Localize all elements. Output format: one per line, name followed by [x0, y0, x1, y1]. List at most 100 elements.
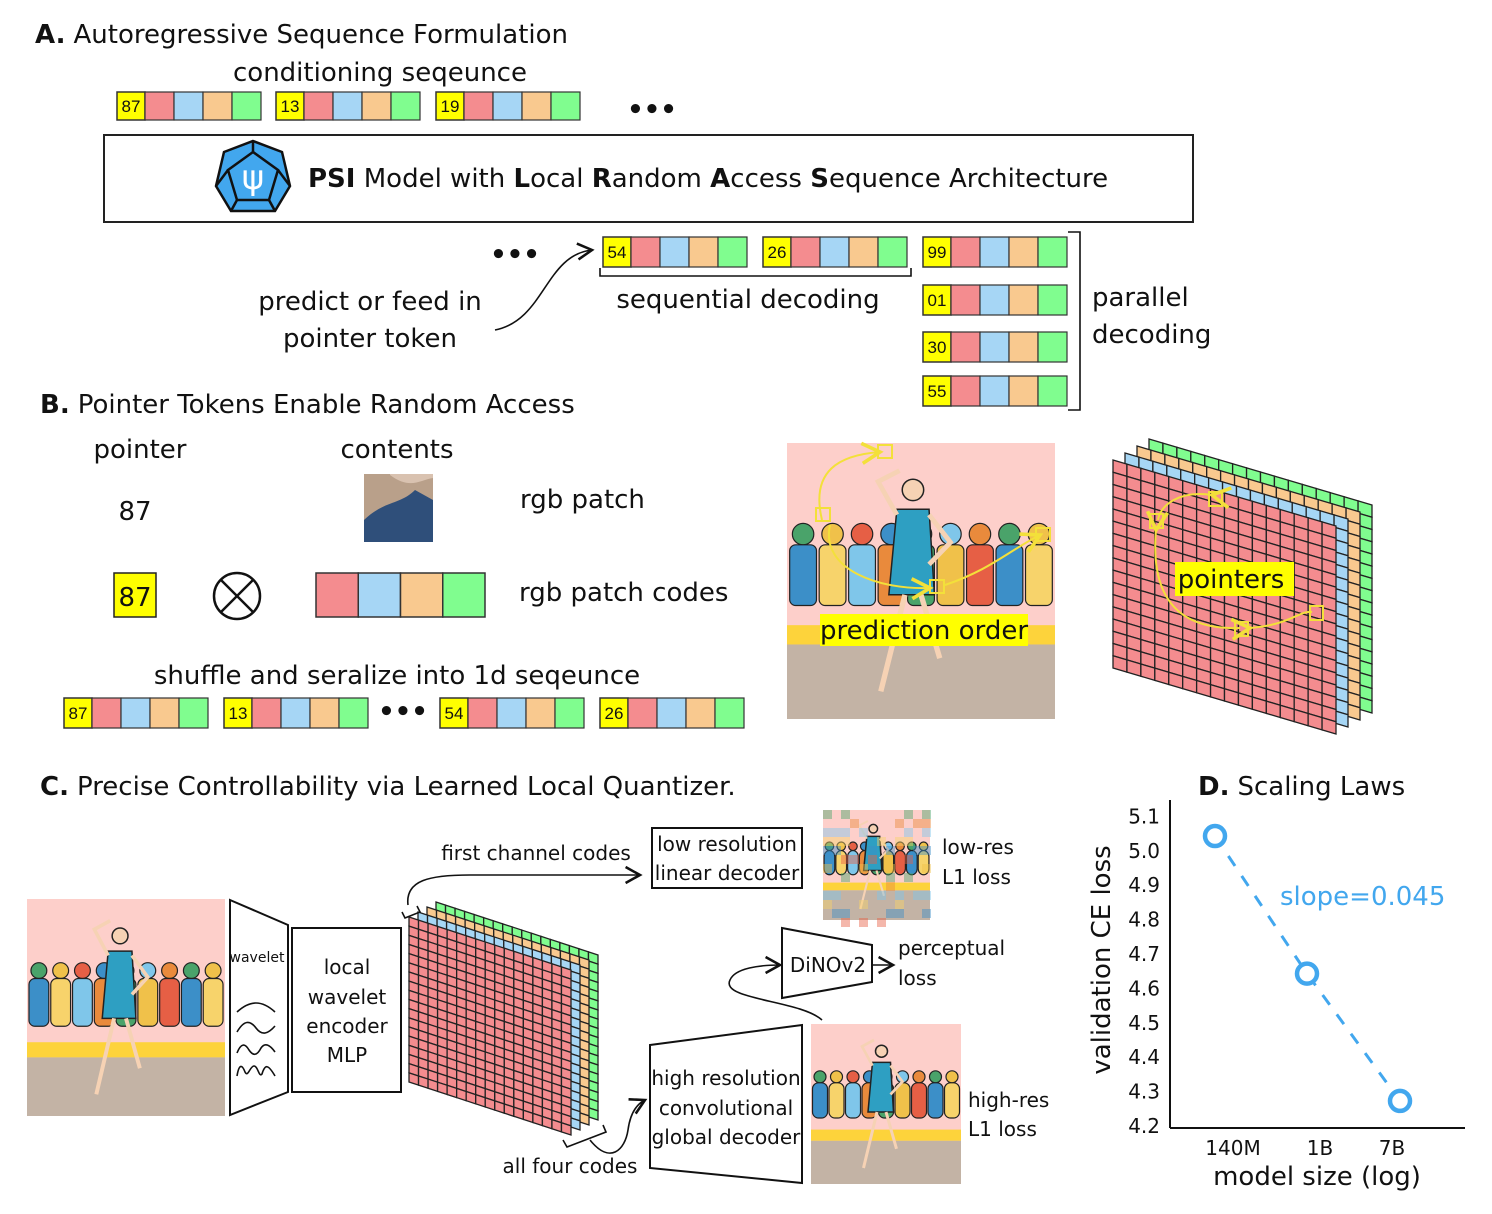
- input-dancer-image: [27, 899, 225, 1116]
- code-cell: [362, 92, 391, 120]
- token: 87: [117, 92, 261, 120]
- code-cell: [631, 237, 660, 267]
- x-tick-label: 7B: [1379, 1136, 1405, 1160]
- token: 01: [923, 285, 1067, 315]
- y-tick-label: 4.3: [1128, 1080, 1160, 1104]
- pointer-number: 26: [768, 243, 787, 262]
- code-cell: [174, 92, 203, 120]
- code-cell: [252, 698, 281, 728]
- data-point: [1297, 964, 1317, 984]
- code-cell: [1038, 237, 1067, 267]
- rgb-patch-label: rgb patch: [520, 485, 645, 515]
- token: 55: [923, 376, 1067, 406]
- code-cell: [1009, 376, 1038, 406]
- code-cell: [951, 285, 980, 315]
- code-cell: [689, 237, 718, 267]
- pointer-number: 13: [281, 97, 300, 116]
- token: 13: [276, 92, 420, 120]
- code-cell: [281, 698, 310, 728]
- pointer-note-line1: predict or feed in: [258, 287, 482, 317]
- code-cell: [232, 92, 261, 120]
- x-tick-label: 140M: [1205, 1136, 1260, 1160]
- token: 19: [436, 92, 580, 120]
- first-channel-arrow: [408, 875, 640, 905]
- pointer-number: 01: [928, 291, 947, 310]
- first-channel-label: first channel codes: [441, 841, 631, 865]
- low-decoder-label-line: linear decoder: [655, 861, 800, 885]
- pointer-number: 13: [229, 704, 248, 723]
- pointer-token-value: 87: [118, 583, 151, 613]
- y-tick-label: 4.4: [1128, 1045, 1160, 1069]
- y-tick-label: 5.1: [1128, 804, 1160, 828]
- encoder-box: [292, 928, 401, 1092]
- y-tick-label: 4.9: [1128, 873, 1160, 897]
- sequential-label: sequential decoding: [616, 285, 879, 315]
- code-cell: [686, 698, 715, 728]
- pointer-note-line2: pointer token: [283, 324, 457, 354]
- code-cell: [203, 92, 232, 120]
- rgb-patch-image: [364, 474, 433, 542]
- code-cell: [878, 237, 907, 267]
- y-tick-label: 4.5: [1128, 1011, 1160, 1035]
- rgb-patch-codes-bar: [316, 573, 485, 617]
- code-cell: [980, 376, 1009, 406]
- code-cell: [333, 92, 362, 120]
- token: 54: [440, 698, 584, 728]
- code-cell: [1038, 285, 1067, 315]
- parallel-label-line2: decoding: [1092, 320, 1211, 350]
- circled-times-icon: [214, 573, 260, 619]
- token: 26: [763, 237, 907, 267]
- dancer-image-prediction-order: [787, 443, 1055, 719]
- pointer-number: 54: [445, 704, 464, 723]
- code-cell: [660, 237, 689, 267]
- x-axis-label: model size (log): [1213, 1162, 1421, 1192]
- low-res-reconstruction-image: [823, 810, 931, 927]
- section-a-heading: A.Autoregressive Sequence Formulation: [35, 20, 568, 50]
- high-decoder-label-line: global decoder: [652, 1125, 802, 1149]
- pointer-header: pointer: [94, 435, 187, 465]
- conditioning-label: conditioning seqeunce: [233, 58, 527, 88]
- ellipsis: •••: [490, 240, 540, 270]
- token: 87: [64, 698, 208, 728]
- high-loss-label-line: L1 loss: [968, 1117, 1037, 1141]
- data-point: [1205, 826, 1225, 846]
- code-cell: [628, 698, 657, 728]
- code-cell: [92, 698, 121, 728]
- code-cell: [526, 698, 555, 728]
- token: 30: [923, 332, 1067, 362]
- code-cell: [1038, 376, 1067, 406]
- code-cell: [820, 237, 849, 267]
- parallel-label-line1: parallel: [1092, 283, 1189, 313]
- wavelet-label: wavelet: [230, 950, 285, 966]
- code-cell: [1038, 332, 1067, 362]
- model-title: PSI Model with Local Random Access Seque…: [308, 164, 1108, 194]
- code-cell: [715, 698, 744, 728]
- encoder-label-line: local: [324, 955, 371, 979]
- section-c-heading: C.Precise Controllability via Learned Lo…: [40, 772, 736, 802]
- chart-heading: D.Scaling Laws: [1198, 772, 1405, 802]
- code-cell: [145, 92, 174, 120]
- high-loss-label-line: high-res: [968, 1088, 1049, 1112]
- sequential-bracket: [600, 268, 911, 276]
- dinov2-label: DiNOv2: [790, 953, 866, 977]
- code-cell: [980, 332, 1009, 362]
- pointer-value: 87: [118, 497, 151, 527]
- pointer-number: 87: [69, 704, 88, 723]
- code-cell: [391, 92, 420, 120]
- parallel-tokens: 99013055: [923, 237, 1067, 406]
- code-cell: [339, 698, 368, 728]
- code-cell: [551, 92, 580, 120]
- section-title: Autoregressive Sequence Formulation: [73, 20, 568, 50]
- y-tick-label: 4.7: [1128, 942, 1160, 966]
- perceptual-label-line: loss: [898, 966, 937, 990]
- pointer-number: 30: [928, 338, 947, 357]
- x-tick-label: 1B: [1307, 1136, 1333, 1160]
- pointer-number: 19: [441, 97, 460, 116]
- token: 13: [224, 698, 368, 728]
- pointer-number: 55: [928, 382, 947, 401]
- section-b-heading: B.Pointer Tokens Enable Random Access: [40, 390, 575, 420]
- shuffle-label: shuffle and seralize into 1d seqeunce: [154, 661, 640, 691]
- perceptual-label-line: perceptual: [898, 936, 1005, 960]
